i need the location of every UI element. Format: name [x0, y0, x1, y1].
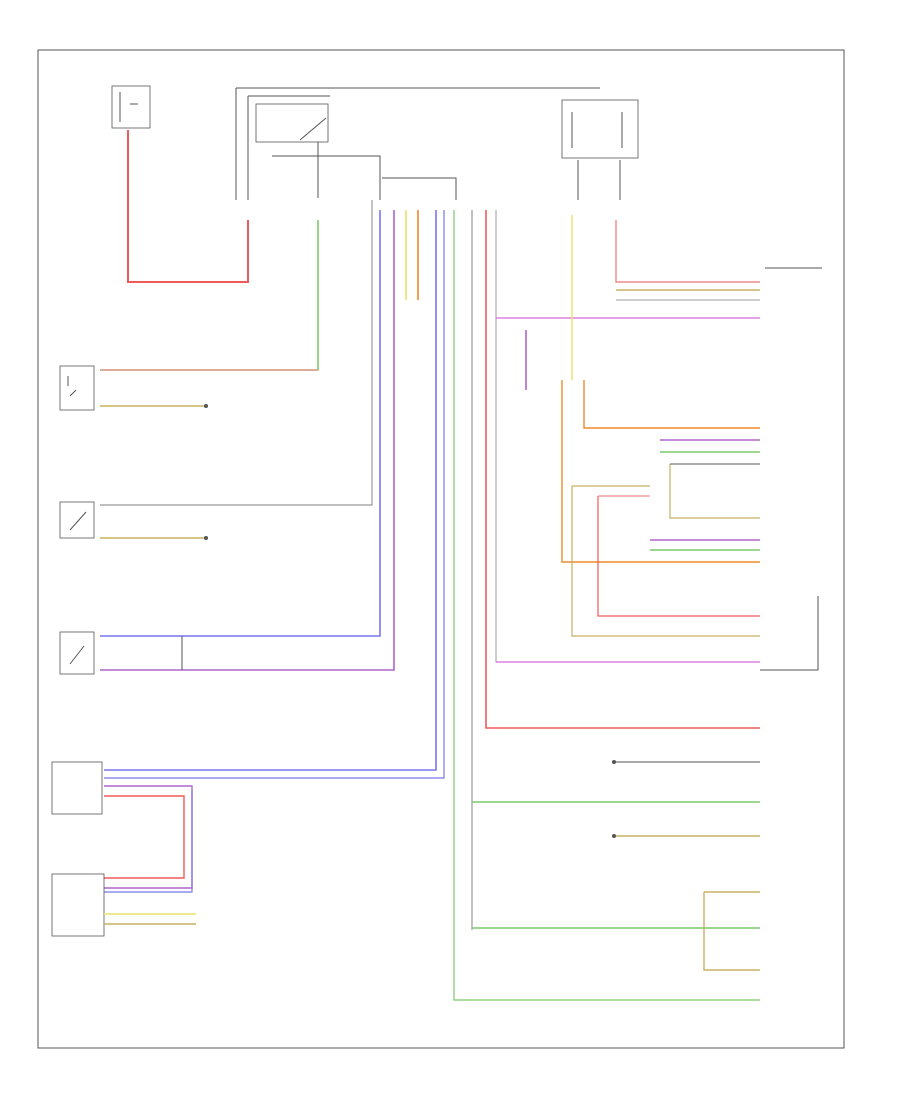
fuse-box-right	[561, 99, 639, 159]
switch-block-top	[255, 103, 329, 143]
wire-red-fuse	[127, 130, 249, 283]
wire-blue-2	[104, 210, 437, 771]
wire-green-switch	[100, 220, 319, 371]
wire-violet-cluster	[104, 785, 193, 889]
diagram-frame	[37, 49, 845, 1049]
wire-red-main	[485, 210, 760, 729]
fuse-box-left	[111, 85, 151, 129]
wire-blue-3	[104, 210, 445, 779]
switch-left-3	[59, 631, 95, 675]
wire-red-s3	[597, 496, 760, 617]
relay-left-1	[59, 365, 95, 411]
wire-orange-loop2	[583, 380, 760, 429]
wire-gray-switch2	[100, 200, 373, 506]
wire-gray-2	[495, 210, 760, 663]
wire-green-main	[453, 210, 760, 1001]
wire-tan-s3	[571, 486, 760, 637]
wire-red-top-right	[615, 220, 760, 283]
wire-tan-right-lower	[703, 891, 760, 971]
central-gateway	[51, 873, 105, 937]
wire-red-cluster	[104, 795, 185, 879]
wire-tan-s	[669, 464, 760, 519]
wire-blue-1	[100, 210, 381, 637]
wire-blue-cluster	[104, 790, 193, 893]
wire-violet-1	[100, 210, 395, 671]
switch-left-2	[59, 501, 95, 539]
wire-orange-loop	[561, 380, 760, 563]
instrument-cluster	[51, 761, 103, 815]
